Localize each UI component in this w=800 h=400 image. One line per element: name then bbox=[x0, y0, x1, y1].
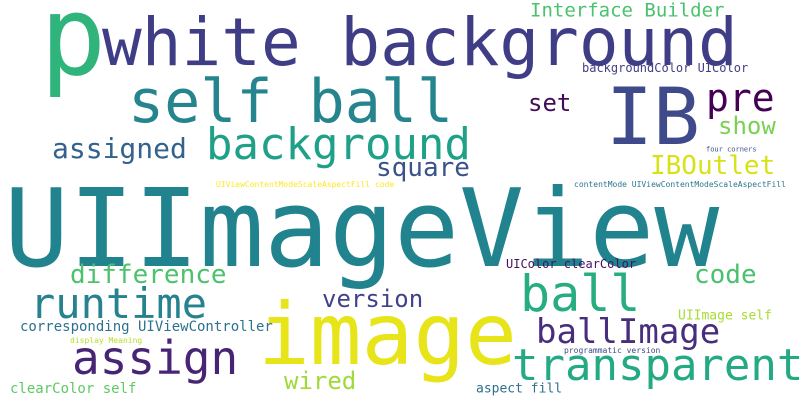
word-backgroundcolor-uicolor: backgroundColor UIColor bbox=[582, 61, 749, 75]
word-pre: pre bbox=[706, 76, 775, 120]
word-display-meaning: display Meaning bbox=[70, 336, 143, 345]
word-square: square bbox=[376, 153, 470, 183]
word-contentmode-uiviewcontentmodescaleaspectfill: contentMode UIViewContentModeScaleAspect… bbox=[574, 180, 786, 189]
word-background: background bbox=[206, 119, 471, 170]
word-runtime: runtime bbox=[30, 279, 208, 328]
word-assigned: assigned bbox=[52, 132, 187, 165]
word-uicolor-clearcolor: UIColor clearColor bbox=[506, 257, 637, 271]
word-wired: wired bbox=[284, 367, 357, 395]
word-programmatic-version: programmatic version bbox=[564, 346, 661, 355]
word-p: p bbox=[40, 0, 107, 100]
word-corresponding-uiviewcontroller: corresponding UIViewController bbox=[20, 319, 273, 335]
word-interface-builder: Interface Builder bbox=[530, 0, 725, 22]
word-assign: assign bbox=[72, 331, 239, 385]
word-white-background: white background bbox=[102, 4, 738, 81]
word-clearcolor-self: clearColor self bbox=[10, 381, 137, 397]
word-aspect-fill: aspect fill bbox=[476, 381, 563, 397]
word-set: set bbox=[528, 89, 572, 117]
word-code: code bbox=[694, 260, 757, 290]
word-ballimage: ballImage bbox=[536, 312, 721, 352]
word-show: show bbox=[718, 112, 776, 140]
word-four-corners: four corners bbox=[706, 145, 757, 154]
word-ib: IB bbox=[606, 73, 700, 163]
word-iboutlet: IBOutlet bbox=[650, 151, 776, 181]
word-self-ball: self ball bbox=[128, 67, 454, 137]
word-uiimageview: UIImageView bbox=[4, 167, 720, 292]
word-uiviewcontentmodescaleaspectfill-code: UIViewContentModeScaleAspectFill code bbox=[216, 180, 395, 189]
word-ball: ball bbox=[520, 265, 641, 323]
word-difference: difference bbox=[70, 260, 227, 290]
word-image: image bbox=[258, 285, 517, 385]
word-version: version bbox=[322, 285, 424, 313]
word-uiimage-self: UIImage self bbox=[678, 308, 772, 324]
word-transparent: transparent bbox=[512, 340, 800, 391]
